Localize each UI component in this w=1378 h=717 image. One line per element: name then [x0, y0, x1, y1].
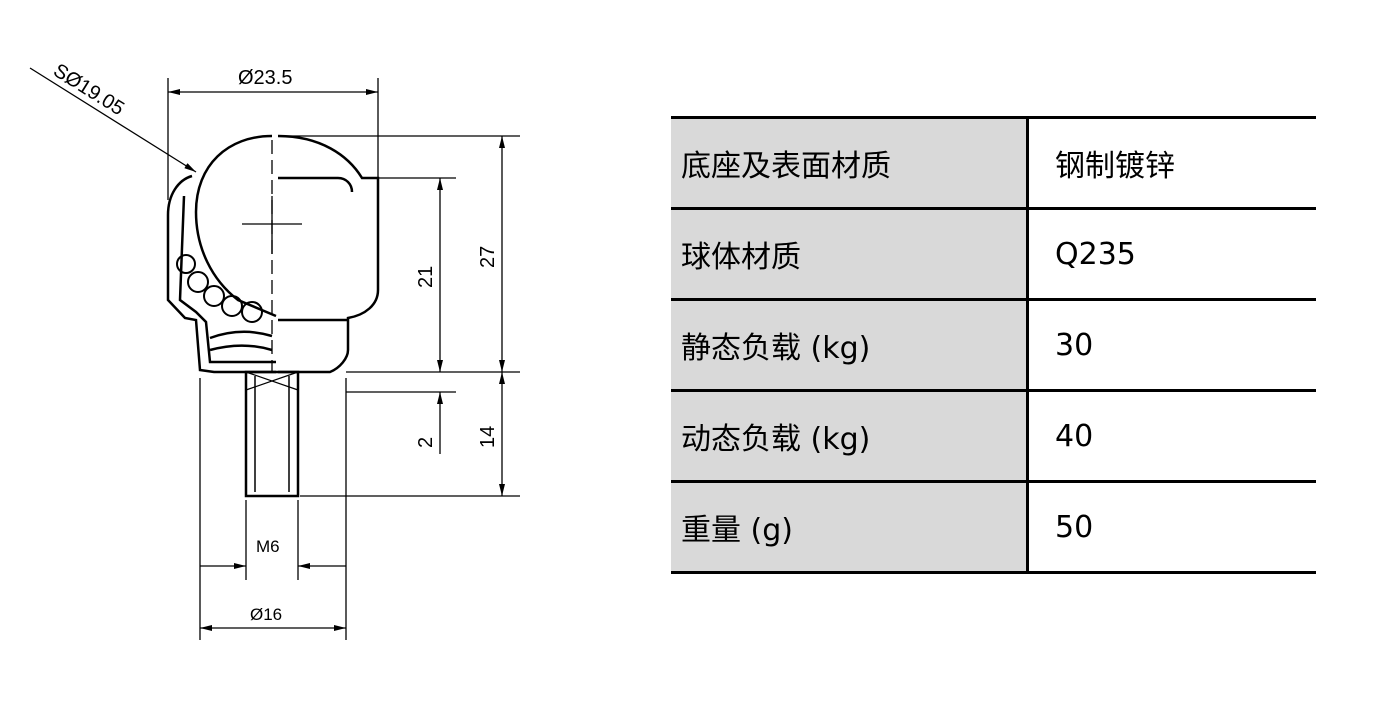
spec-value: Q235	[1027, 207, 1316, 301]
table-row: 球体材质 Q235	[671, 207, 1316, 301]
outer-dia-label: Ø23.5	[238, 67, 292, 89]
height-21-label: 21	[415, 266, 437, 288]
spec-value: 30	[1027, 298, 1316, 392]
sphere-dia-label: SØ19.05	[49, 60, 128, 120]
spec-value: 钢制镀锌	[1027, 116, 1316, 210]
centre-lines	[242, 140, 302, 372]
spec-value: 50	[1027, 480, 1316, 574]
dimension-lines	[29, 67, 520, 640]
table-row: 动态负载 (kg) 40	[671, 389, 1316, 483]
base-dia-label: Ø16	[250, 605, 282, 624]
height-14-label: 14	[477, 426, 499, 448]
spec-key: 动态负载 (kg)	[671, 389, 1029, 483]
table-row: 静态负载 (kg) 30	[671, 298, 1316, 392]
thread-label: M6	[256, 537, 280, 556]
height-27-label: 27	[477, 246, 499, 268]
spec-value: 40	[1027, 389, 1316, 483]
spec-table: 底座及表面材质 钢制镀锌 球体材质 Q235 静态负载 (kg) 30 动态负载…	[671, 116, 1316, 574]
bearing-balls	[176, 254, 263, 323]
height-2-label: 2	[415, 437, 437, 448]
spec-key: 重量 (g)	[671, 480, 1029, 574]
table-row: 重量 (g) 50	[671, 480, 1316, 574]
spec-key: 球体材质	[671, 207, 1029, 301]
table-row: 底座及表面材质 钢制镀锌	[671, 116, 1316, 210]
spec-key: 静态负载 (kg)	[671, 298, 1029, 392]
technical-drawing: SØ19.05 Ø23.5 21 27 2 14 M6 Ø16	[29, 60, 520, 640]
ball-transfer-body	[166, 134, 380, 498]
spec-key: 底座及表面材质	[671, 116, 1029, 210]
